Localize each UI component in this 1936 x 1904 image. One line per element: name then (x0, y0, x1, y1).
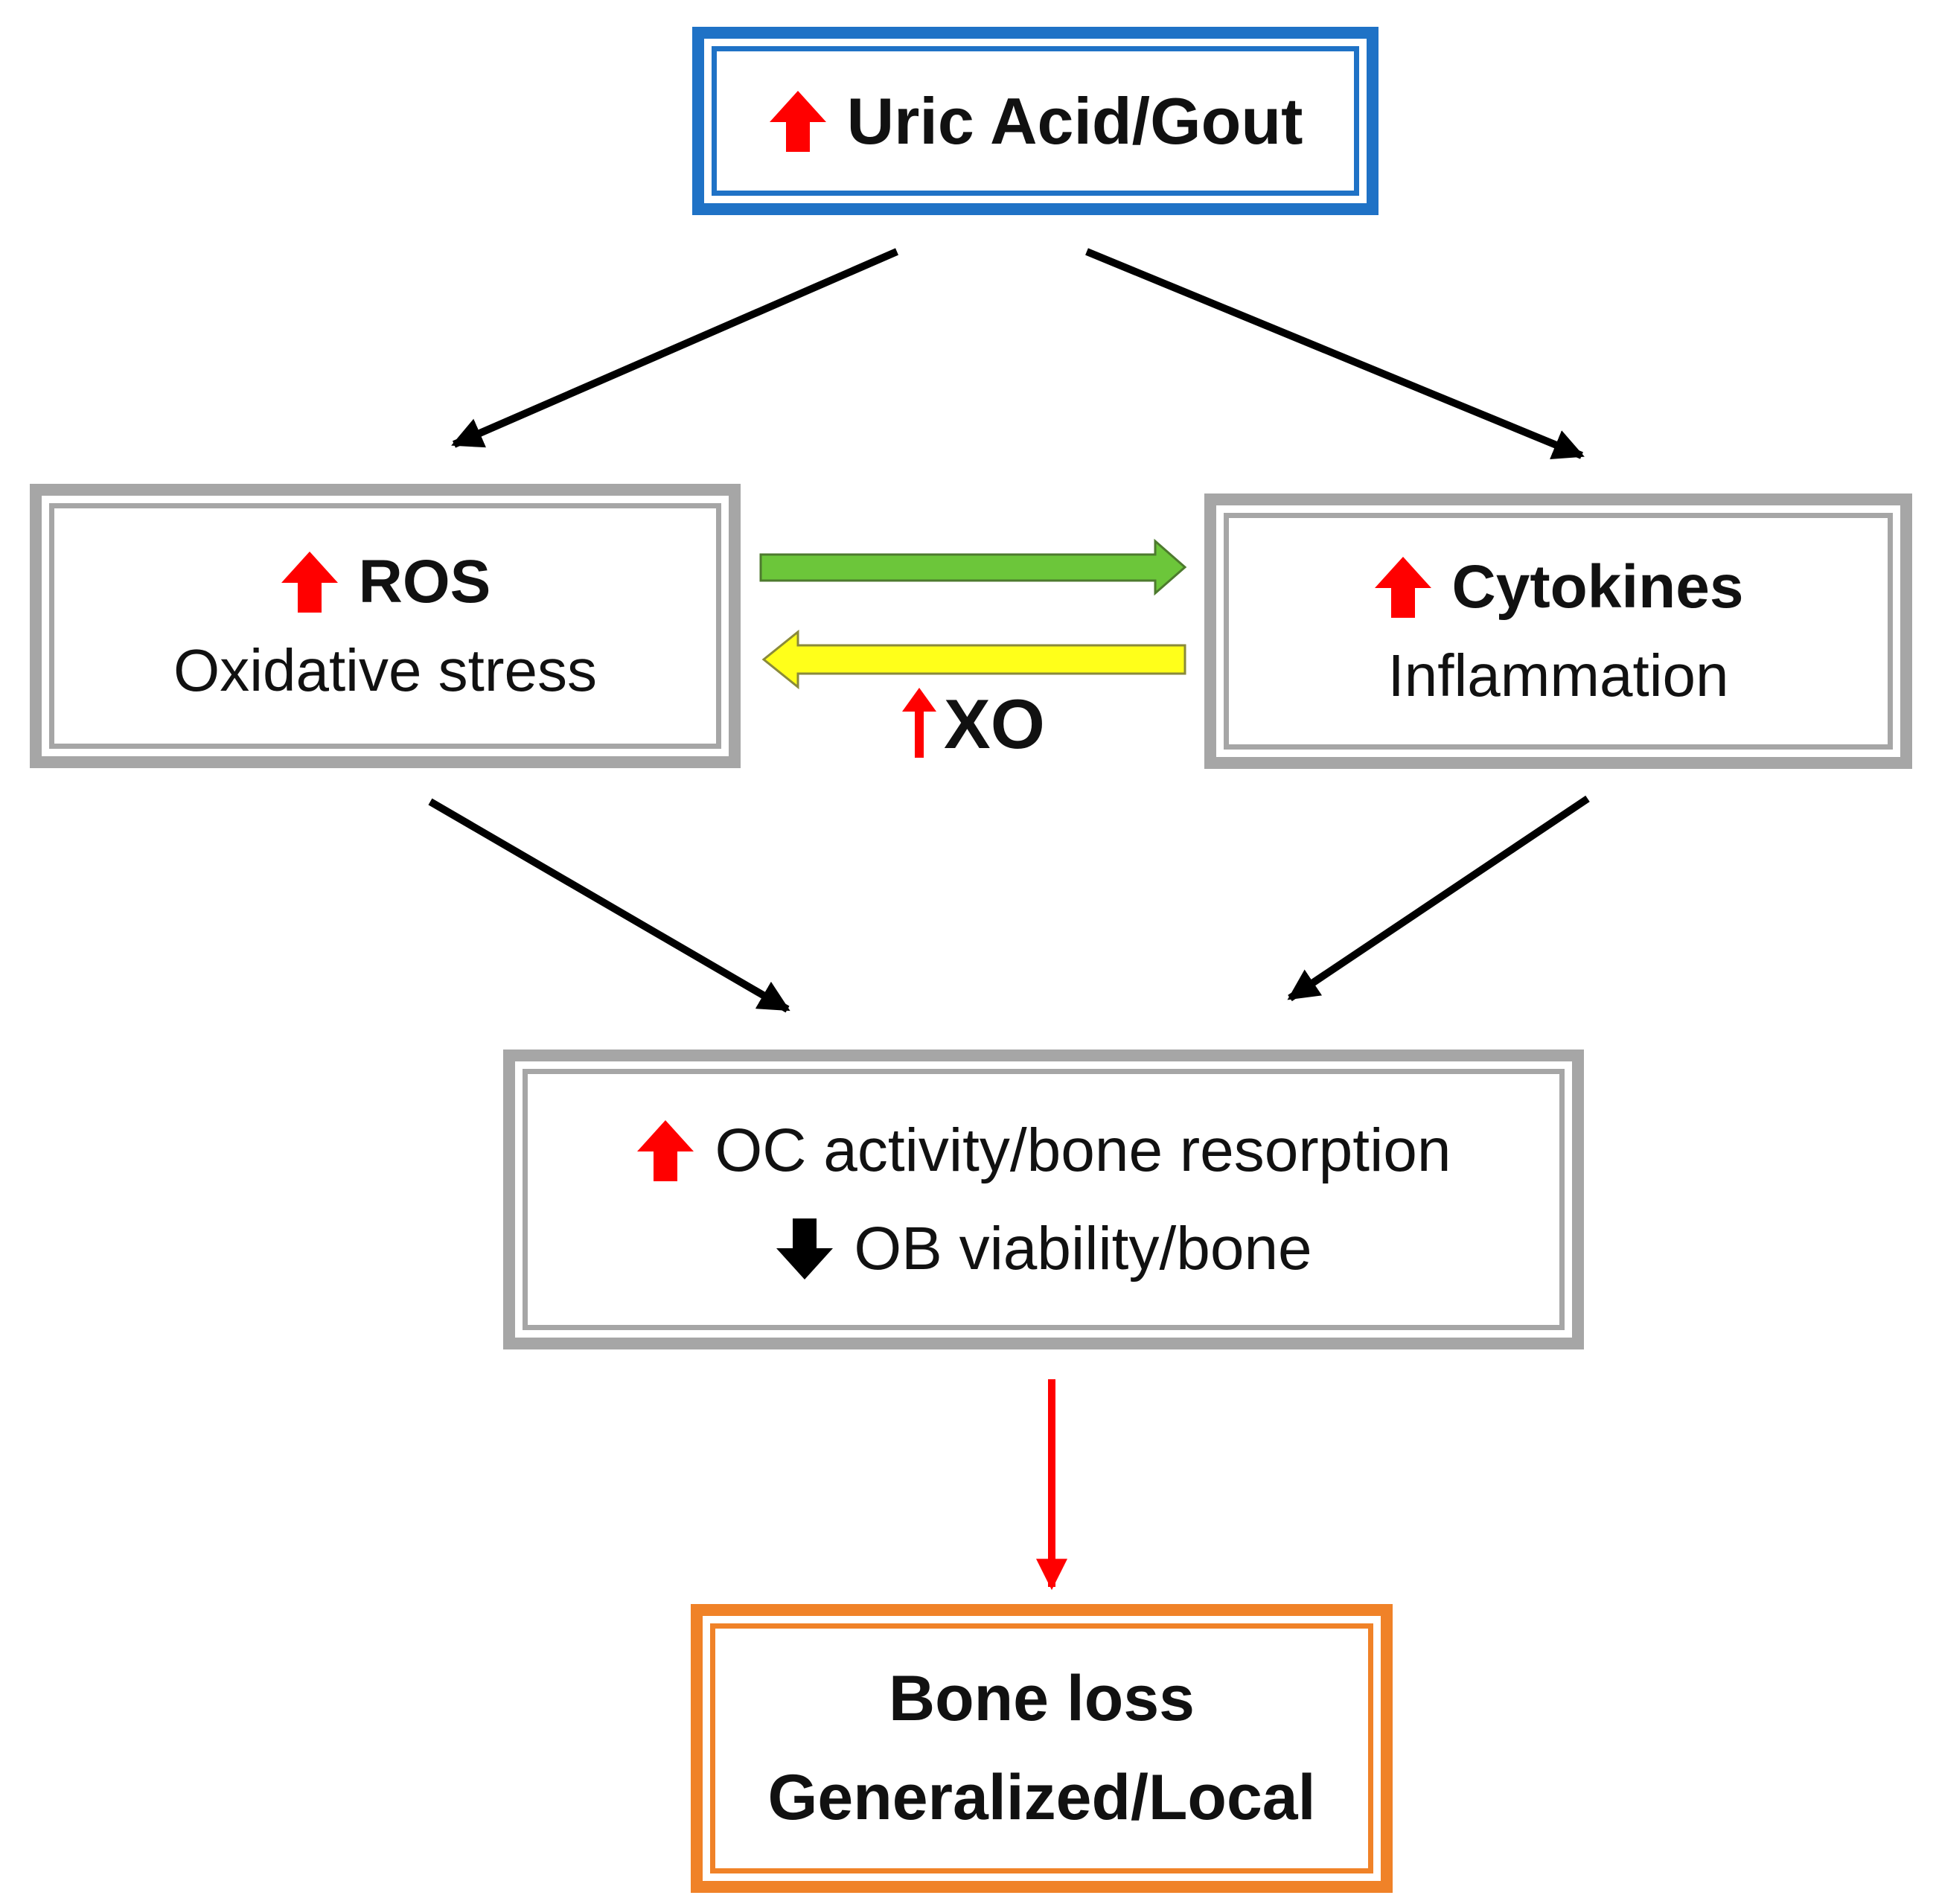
xo-label: XO (944, 685, 1045, 763)
uric-acid-gout-box: Uric Acid/Gout (692, 27, 1378, 215)
cytokines-box: Cytokines Inflammation (1204, 493, 1912, 769)
oc-activity-label: OC activity/bone resorption (715, 1116, 1451, 1184)
ros-subtitle: Oxidative stress (173, 637, 598, 703)
xo-label-group: XO (901, 685, 1045, 759)
arrow-ros-to-middle (428, 798, 790, 1013)
increase-thin-arrow-icon (902, 688, 936, 758)
decrease-arrow-icon (776, 1218, 834, 1280)
arrow-ros-to-cytokines (759, 538, 1187, 596)
arrow-cytokines-to-middle (1287, 795, 1590, 1002)
arrow-cytokines-to-ros (761, 629, 1186, 690)
uric-acid-gout-label: Uric Acid/Gout (846, 83, 1303, 158)
increase-arrow-icon (281, 552, 338, 613)
cytokines-title: Cytokines (1451, 553, 1744, 621)
ros-box: ROS Oxidative stress (30, 484, 741, 768)
increase-arrow-icon (637, 1119, 694, 1181)
increase-arrow-icon (769, 90, 826, 152)
bone-loss-title: Bone loss (889, 1663, 1195, 1734)
arrow-top-to-ros (451, 248, 898, 448)
bone-loss-subtitle: Generalized/Local (767, 1762, 1316, 1833)
bone-cells-box: OC activity/bone resorption OB viability… (503, 1050, 1584, 1349)
ros-title: ROS (358, 548, 491, 616)
arrow-top-to-cytokines (1085, 248, 1585, 460)
ob-viability-label: OB viability/bone (854, 1214, 1312, 1282)
increase-arrow-icon (1374, 557, 1431, 618)
bone-loss-box: Bone loss Generalized/Local (691, 1604, 1393, 1893)
cytokines-subtitle: Inflammation (1387, 642, 1729, 709)
